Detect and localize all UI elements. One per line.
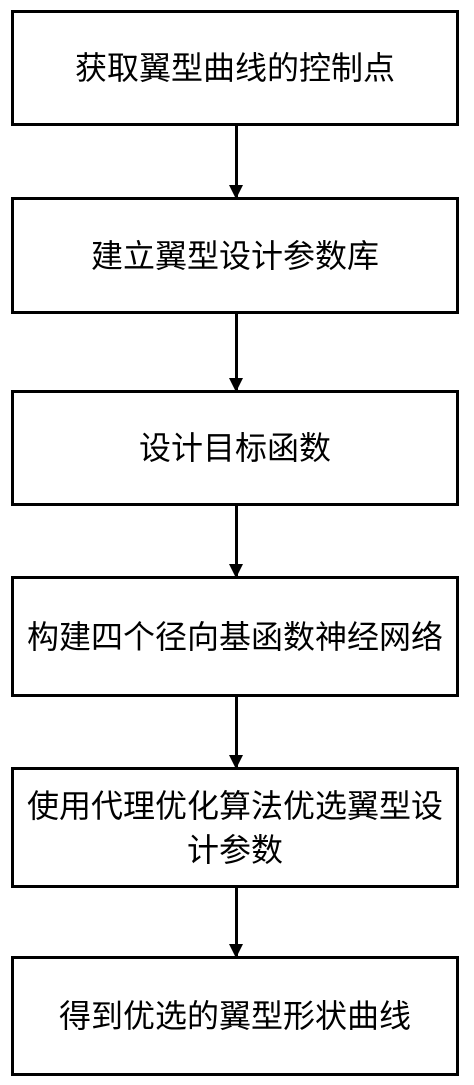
step-2-label: 建立翼型设计参数库 bbox=[90, 236, 379, 275]
arrow-5-to-6 bbox=[229, 888, 243, 958]
step-1-label: 获取翼型曲线的控制点 bbox=[74, 49, 395, 87]
arrow-down-icon bbox=[229, 564, 243, 578]
arrow-down-icon bbox=[229, 378, 243, 392]
arrow-down-icon bbox=[229, 755, 243, 769]
arrow-down-icon bbox=[229, 944, 243, 958]
step-4-box: 构建四个径向基函数神经网络 bbox=[11, 576, 459, 697]
arrow-3-to-4 bbox=[229, 506, 243, 578]
step-6-box: 得到优选的翼型形状曲线 bbox=[11, 956, 459, 1076]
arrow-1-to-2 bbox=[229, 126, 243, 199]
step-3-box: 设计目标函数 bbox=[11, 390, 459, 506]
arrow-down-icon bbox=[229, 185, 243, 199]
step-6-label: 得到优选的翼型形状曲线 bbox=[58, 997, 411, 1035]
step-3-label: 设计目标函数 bbox=[138, 429, 331, 467]
step-5-label: 使用代理优化算法优选翼型设计参数 bbox=[26, 786, 443, 869]
step-4-label: 构建四个径向基函数神经网络 bbox=[26, 617, 443, 656]
arrow-2-to-3 bbox=[229, 314, 243, 392]
step-1-box: 获取翼型曲线的控制点 bbox=[11, 10, 459, 126]
arrow-4-to-5 bbox=[229, 697, 243, 769]
step-2-box: 建立翼型设计参数库 bbox=[11, 197, 459, 314]
step-5-box: 使用代理优化算法优选翼型设计参数 bbox=[11, 767, 459, 888]
